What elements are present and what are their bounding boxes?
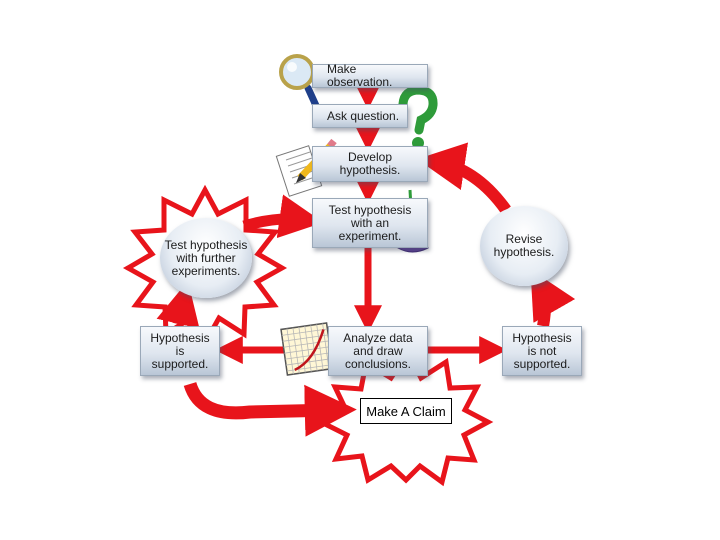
arrow-revise-to-hypothesis (417, 142, 511, 214)
step-hypothesis-supported: Hypothesis is supported. (140, 326, 220, 376)
step-revise-hypothesis-label: Revise hypothesis. (493, 232, 555, 259)
step-revise-hypothesis: Revise hypothesis. (480, 206, 568, 286)
make-claim-label: Make A Claim (366, 403, 446, 419)
arrow-supported-to-claim (183, 381, 357, 437)
step-test-further-experiments: Test hypothesis with further experiments… (160, 218, 252, 298)
arrow-not-supported-to-revise (530, 269, 576, 328)
step-make-observation: Make observation. (312, 62, 428, 89)
step-test-further-experiments-label: Test hypothesis with further experiments… (164, 237, 248, 278)
step-test-hypothesis: Test hypothesis with an experiment. (312, 198, 428, 248)
step-hypothesis-not-supported-label: Hypothesis is not supported. (512, 330, 572, 371)
step-analyze-data-label: Analyze data and draw conclusions. (343, 330, 413, 371)
magnifier-icon (279, 54, 322, 114)
step-ask-question: Ask question. (312, 104, 408, 128)
step-develop-hypothesis: Develop hypothesis. (312, 146, 428, 182)
graph-chart-icon (280, 322, 334, 376)
step-hypothesis-supported-label: Hypothesis is supported. (150, 330, 210, 371)
step-develop-hypothesis-label: Develop hypothesis. (339, 150, 401, 177)
step-test-hypothesis-label: Test hypothesis with an experiment. (328, 202, 412, 243)
step-make-observation-label: Make observation. (327, 62, 393, 89)
step-ask-question-label: Ask question. (327, 108, 400, 123)
make-claim-box: Make A Claim (360, 398, 452, 424)
step-analyze-data: Analyze data and draw conclusions. (328, 326, 428, 376)
step-hypothesis-not-supported: Hypothesis is not supported. (502, 326, 582, 376)
arrow-further-to-test (242, 194, 324, 239)
arrow-supported-to-further (156, 280, 200, 329)
